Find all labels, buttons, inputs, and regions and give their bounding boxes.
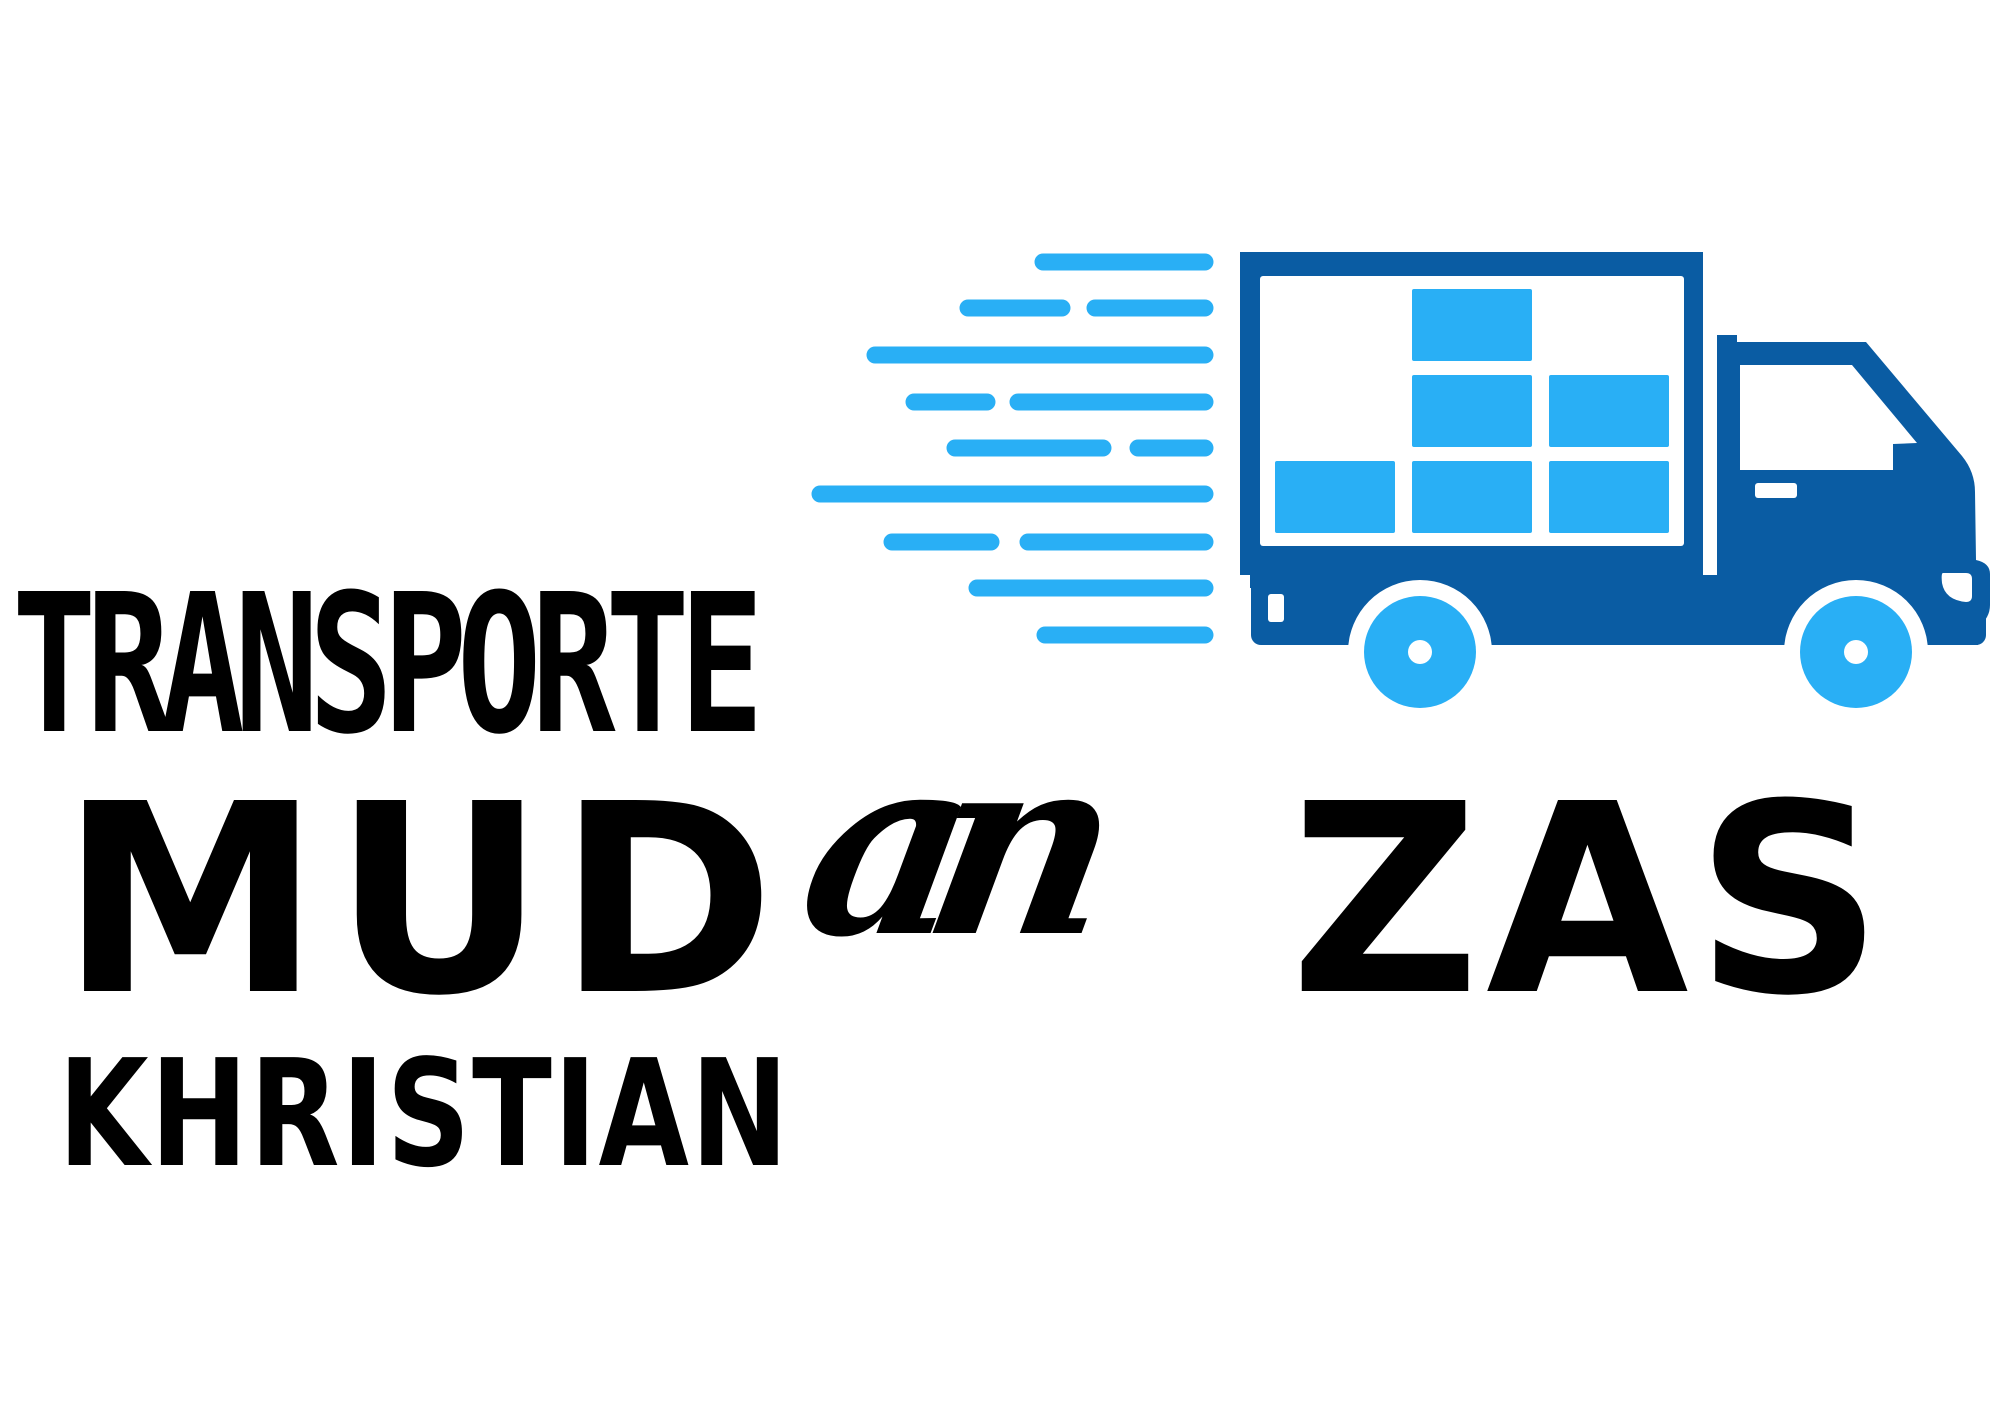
logo-script-an: an: [784, 698, 1104, 992]
logo-word-khristian: KHRISTIAN: [58, 1028, 791, 1200]
speed-lines-icon: [811, 253, 1214, 644]
box-icon: [1275, 289, 1669, 533]
wheel-icon: [1364, 596, 1912, 708]
logo-word-zas: ZAS: [1290, 748, 1890, 1053]
logo-word-mud: MUD: [60, 748, 787, 1053]
logo-word-transporte: TRANSPORTE: [12, 554, 764, 777]
